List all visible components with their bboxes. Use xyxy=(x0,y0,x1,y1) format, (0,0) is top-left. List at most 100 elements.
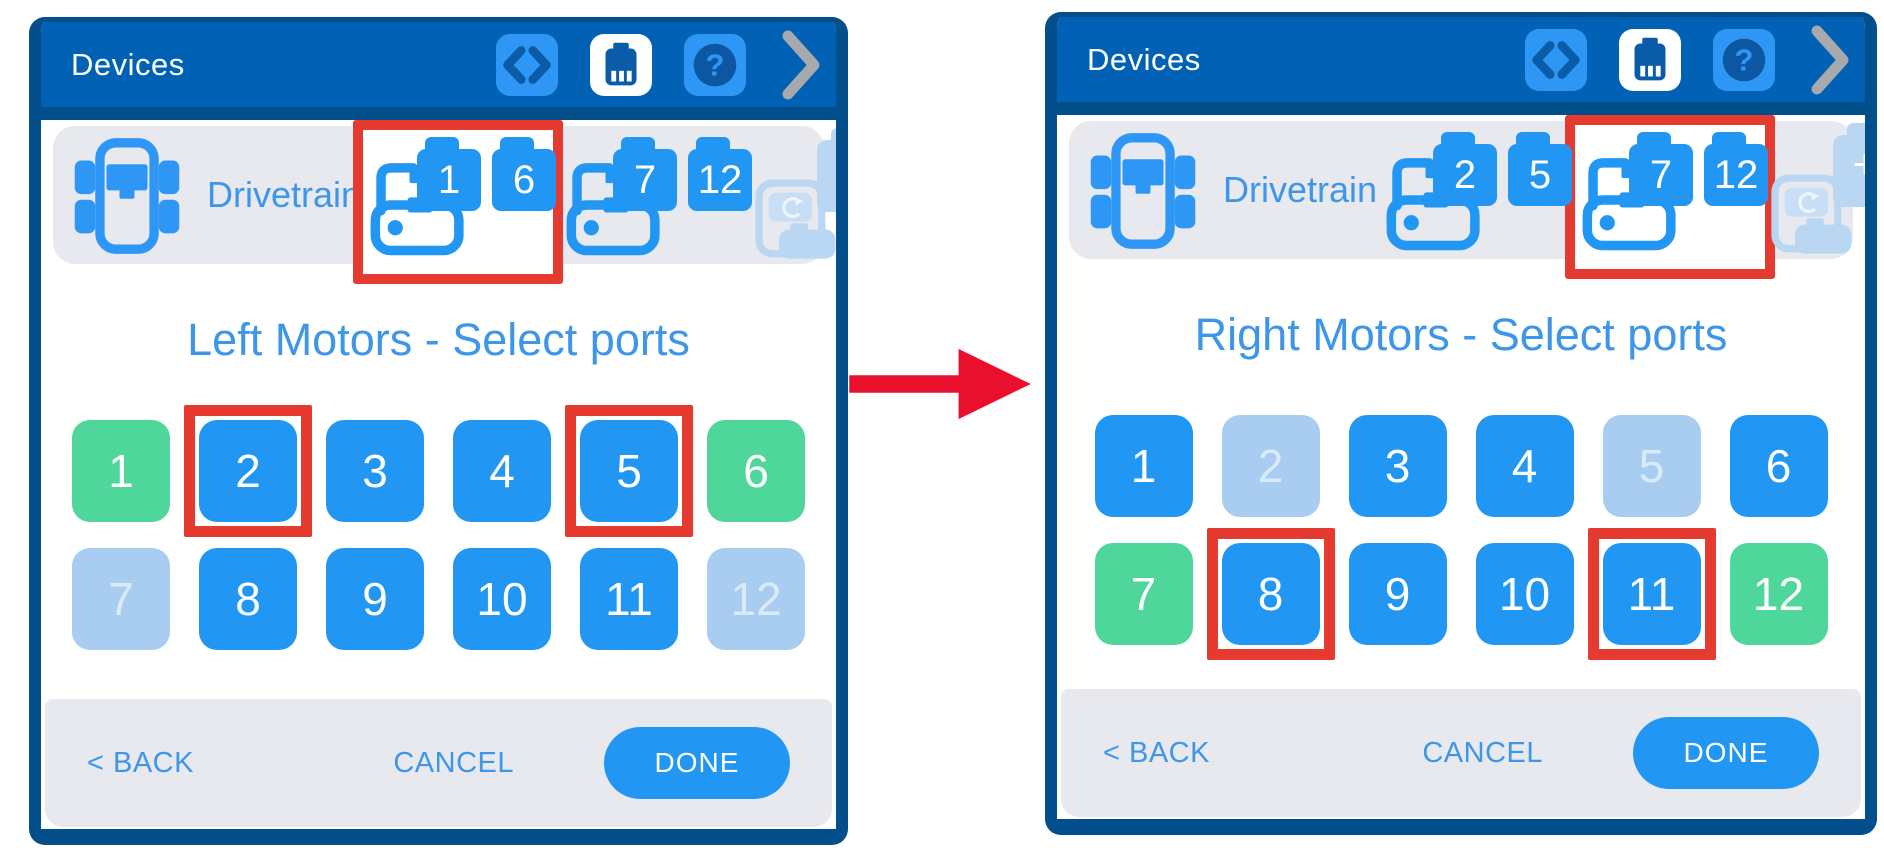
cancel-button[interactable]: CANCEL xyxy=(1422,736,1543,769)
port-cell: 2 xyxy=(1221,415,1320,517)
done-button[interactable]: DONE xyxy=(1633,717,1819,789)
drivetrain-robot-icon xyxy=(1087,133,1199,249)
port-cell: 5 xyxy=(1602,415,1701,517)
port-button-11[interactable]: 11 xyxy=(580,548,678,650)
port-number: 9 xyxy=(362,573,388,625)
port-button-5[interactable]: 5 xyxy=(580,420,678,522)
port-number: 7 xyxy=(1130,568,1157,620)
code-icon[interactable] xyxy=(496,33,558,96)
help-icon[interactable] xyxy=(684,33,746,96)
port-cell: 12 xyxy=(1729,543,1828,645)
header-bar: Devices xyxy=(1057,17,1865,115)
cancel-button[interactable]: CANCEL xyxy=(393,746,514,779)
port-button-10[interactable]: 10 xyxy=(1475,543,1574,645)
motor-badge: 6 xyxy=(492,137,557,211)
port-cell: 1 xyxy=(1094,415,1193,517)
port-cell: 7 xyxy=(1094,543,1193,645)
port-number: 1 xyxy=(108,445,134,497)
help-icon[interactable] xyxy=(1713,28,1775,91)
port-button-3[interactable]: 3 xyxy=(1348,415,1447,517)
port-cell: 2 xyxy=(184,405,312,537)
port-number: 3 xyxy=(362,445,388,497)
port-number: 6 xyxy=(1765,440,1792,492)
drivetrain-row[interactable]: Drivetrain 1 6 7 12 + xyxy=(53,120,836,284)
port-button-3[interactable]: 3 xyxy=(326,420,424,522)
port-number: 9 xyxy=(1384,568,1411,620)
port-number: 10 xyxy=(1498,568,1551,620)
port-cell: 1 xyxy=(72,420,170,522)
back-button[interactable]: < BACK xyxy=(87,746,194,779)
add-device-icon[interactable]: + xyxy=(1833,123,1865,207)
port-number: 10 xyxy=(476,573,528,625)
motor-port-badges: 7 12 xyxy=(613,136,753,211)
done-button[interactable]: DONE xyxy=(604,727,790,799)
port-number: 6 xyxy=(743,445,769,497)
add-device-icon[interactable]: + xyxy=(817,128,836,212)
port-number: 8 xyxy=(235,573,261,625)
port-button-7[interactable]: 7 xyxy=(1094,543,1193,645)
port-number: 3 xyxy=(1384,440,1411,492)
port-button-9[interactable]: 9 xyxy=(326,548,424,650)
port-cell: 8 xyxy=(1206,528,1335,660)
port-number: 5 xyxy=(1638,440,1665,492)
port-number: 11 xyxy=(1627,568,1676,620)
plus-icon: + xyxy=(1833,135,1865,207)
port-button-1[interactable]: 1 xyxy=(72,420,170,522)
port-button-12[interactable]: 12 xyxy=(707,548,805,650)
port-cell: 10 xyxy=(1475,543,1574,645)
port-cell: 6 xyxy=(1729,415,1828,517)
motor-badge: 12 xyxy=(1704,132,1769,206)
port-button-7[interactable]: 7 xyxy=(72,548,170,650)
page-title: Devices xyxy=(71,46,185,82)
drivetrain-row[interactable]: Drivetrain 2 5 7 12 + xyxy=(1069,115,1865,279)
brain-port-icon[interactable] xyxy=(590,33,652,96)
motor-badge: 1 xyxy=(417,137,482,211)
drivetrain-robot-icon xyxy=(71,138,183,254)
port-button-12[interactable]: 12 xyxy=(1729,543,1828,645)
port-number: 2 xyxy=(1257,440,1284,492)
motor-group-right[interactable]: 7 12 xyxy=(559,126,755,264)
port-button-8[interactable]: 8 xyxy=(1221,543,1320,645)
port-number: 12 xyxy=(1752,568,1805,620)
port-button-1[interactable]: 1 xyxy=(1094,415,1193,517)
footer-bar: < BACK CANCEL DONE xyxy=(1061,689,1861,817)
motor-port-badges: 2 5 xyxy=(1433,131,1573,206)
devices-panel-left-motors: Devices Drivetrain 1 6 7 12 xyxy=(29,17,848,845)
port-cell: 10 xyxy=(453,548,551,650)
chevron-right-icon[interactable] xyxy=(1807,28,1851,92)
port-button-10[interactable]: 10 xyxy=(453,548,551,650)
drivetrain-label: Drivetrain xyxy=(207,174,362,215)
port-number: 12 xyxy=(730,573,782,625)
motor-group-left[interactable]: 2 5 xyxy=(1379,121,1575,259)
port-button-8[interactable]: 8 xyxy=(199,548,297,650)
motor-group-left[interactable]: 1 6 xyxy=(353,120,564,284)
header-toolbar xyxy=(1525,28,1851,92)
chevron-right-icon[interactable] xyxy=(778,33,822,97)
code-icon[interactable] xyxy=(1525,28,1587,91)
motor-badge: 12 xyxy=(688,137,753,211)
port-cell: 3 xyxy=(1348,415,1447,517)
back-button[interactable]: < BACK xyxy=(1103,736,1210,769)
port-button-4[interactable]: 4 xyxy=(453,420,551,522)
port-button-6[interactable]: 6 xyxy=(1729,415,1828,517)
motor-group-right[interactable]: 7 12 xyxy=(1565,115,1776,279)
port-cell: 7 xyxy=(72,548,170,650)
port-button-6[interactable]: 6 xyxy=(707,420,805,522)
port-number: 4 xyxy=(489,445,515,497)
brain-port-icon[interactable] xyxy=(1619,28,1681,91)
devices-panel-right-motors: Devices Drivetrain 2 5 7 12 xyxy=(1045,12,1877,835)
port-button-4[interactable]: 4 xyxy=(1475,415,1574,517)
port-button-9[interactable]: 9 xyxy=(1348,543,1447,645)
port-cell: 3 xyxy=(326,420,424,522)
header-bar: Devices xyxy=(41,22,836,120)
port-grid: 1 2 3 4 5 6 7 8 9 10 11 12 xyxy=(41,405,836,650)
port-button-2[interactable]: 2 xyxy=(199,420,297,522)
port-button-11[interactable]: 11 xyxy=(1602,543,1701,645)
port-number: 4 xyxy=(1511,440,1538,492)
port-button-2[interactable]: 2 xyxy=(1221,415,1320,517)
port-button-5[interactable]: 5 xyxy=(1602,415,1701,517)
port-grid: 1 2 3 4 5 6 7 8 9 10 11 12 xyxy=(1057,415,1865,660)
plus-icon: + xyxy=(817,140,836,212)
red-arrow-icon xyxy=(849,348,1031,420)
port-number: 11 xyxy=(605,573,653,625)
